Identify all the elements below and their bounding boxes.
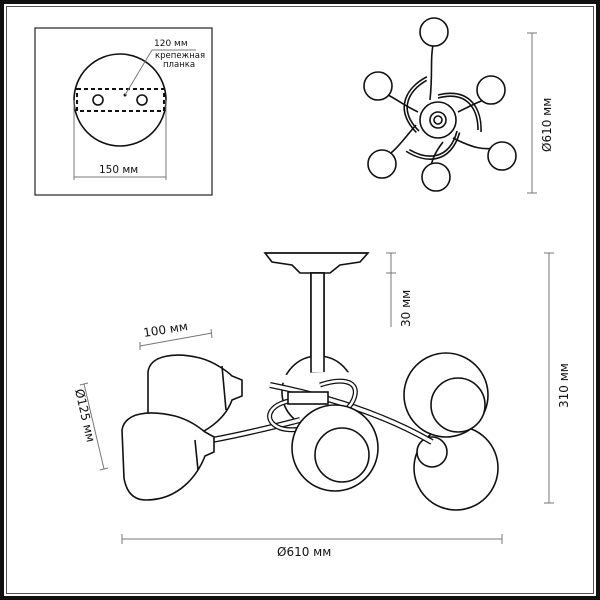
- total-height-dim: [544, 252, 554, 504]
- shade-diameter-dim: [79, 382, 109, 471]
- top-view-diagram: [363, 17, 517, 192]
- top-view-diameter-label: Ø610 мм: [540, 98, 554, 152]
- shade-diameter-label: Ø125 мм: [72, 388, 98, 444]
- side-view-diagram: [121, 252, 499, 511]
- strip-caption-1: крепежная: [155, 51, 205, 61]
- total-height-label: 310 мм: [557, 363, 571, 408]
- strip-caption-2: планка: [163, 60, 195, 70]
- mount-plate-diagram: [34, 27, 213, 196]
- arm-length-label: 100 мм: [142, 319, 188, 340]
- plate-width-label: 150 мм: [99, 164, 138, 176]
- inner-frame: [6, 6, 594, 594]
- overall-diameter-dim: [121, 534, 503, 544]
- canopy-height-dim: [386, 252, 396, 327]
- mounting-strip: [76, 88, 165, 112]
- canopy-circle: [73, 53, 167, 147]
- strip-width-label: 120 мм: [154, 39, 188, 49]
- overall-diameter-label: Ø610 мм: [277, 545, 331, 559]
- arm-length-dim: [139, 328, 213, 350]
- top-view-diameter-dim: [527, 32, 537, 194]
- canopy-height-label: 30 мм: [399, 290, 413, 327]
